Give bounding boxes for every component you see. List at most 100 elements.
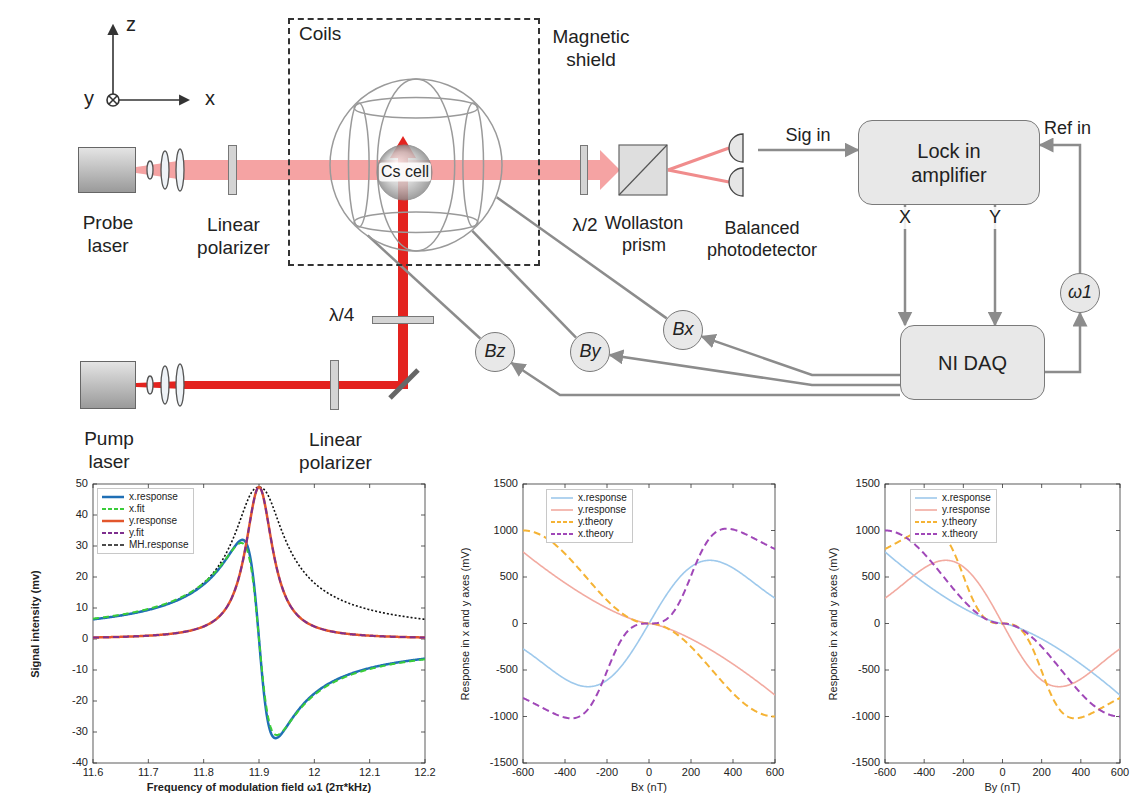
line-sample (101, 541, 125, 549)
data-curve (523, 530, 775, 716)
data-curve (523, 552, 775, 695)
tx2 (963, 484, 964, 488)
graphic-part (377, 79, 454, 251)
tick-label: -10 (72, 663, 88, 676)
ty2 (1116, 763, 1120, 764)
axis-name: x (205, 86, 215, 110)
ty (885, 716, 889, 717)
tick-label: 20 (76, 570, 88, 583)
split-beams (668, 148, 729, 170)
chart-curves (885, 529, 1120, 719)
ty2 (1116, 484, 1120, 485)
legend-row: MH.response (101, 539, 188, 551)
ty (523, 577, 527, 578)
port-label: Ref in (1044, 118, 1091, 140)
tx (924, 759, 925, 763)
tick-label: 1000 (494, 524, 518, 537)
line-sample (101, 493, 125, 501)
node-label: Magnetic shield (546, 26, 636, 72)
ty2 (421, 546, 425, 547)
tick-label: 400 (724, 766, 742, 779)
node-label: Wollaston prism (596, 213, 692, 256)
tick-label: -500 (858, 663, 880, 676)
axis-title: Response in x and y axes (mV) (459, 547, 472, 700)
tick-label: 600 (1111, 766, 1129, 779)
tick-label: 11.9 (249, 766, 270, 779)
lenses (147, 376, 153, 394)
ty2 (421, 763, 425, 764)
node-label: Cs cell (379, 162, 431, 181)
ty (885, 484, 889, 485)
tick-label: 200 (682, 766, 700, 779)
split-beams (668, 148, 729, 182)
tx (93, 759, 94, 763)
axes-icon (109, 96, 117, 104)
axis-name: z (126, 12, 136, 36)
tx2 (691, 484, 692, 488)
chart-frame (885, 484, 1120, 763)
graphic-part (915, 533, 937, 535)
graphic-part (729, 168, 743, 196)
tick-label: 1500 (494, 477, 518, 490)
node-label: λ/2 (560, 214, 610, 237)
lenses (161, 366, 169, 404)
ty2 (771, 530, 775, 531)
tx (649, 759, 650, 763)
tick-label: 11.7 (138, 766, 159, 779)
legend-row: y.theory (550, 516, 627, 528)
legend-text: x.theory (942, 528, 978, 540)
axes-icon (107, 26, 188, 106)
laser-source: Pump laser (80, 361, 136, 409)
ty2 (771, 670, 775, 671)
tick-label: -200 (596, 766, 618, 779)
tx2 (369, 484, 370, 488)
tx (369, 759, 370, 763)
line-sample (550, 506, 574, 514)
line-sample (914, 506, 938, 514)
ty (93, 732, 97, 733)
data-curve (885, 529, 1120, 719)
data-curve (93, 543, 425, 735)
tick-label: 40 (76, 508, 88, 521)
ty (523, 623, 527, 624)
tx (1080, 759, 1081, 763)
tick-label: 11.6 (83, 766, 104, 779)
tx (259, 759, 260, 763)
prism: Wollaston prism (620, 145, 668, 195)
legend-row: y.theory (914, 516, 991, 528)
ty (885, 577, 889, 578)
tx2 (523, 484, 524, 488)
ty2 (771, 623, 775, 624)
ty (885, 763, 889, 764)
split-beams (668, 170, 729, 182)
tick-label: 11.8 (193, 766, 214, 779)
tick-label: 600 (766, 766, 784, 779)
tick-label: -500 (496, 663, 518, 676)
graphic-part (330, 79, 502, 251)
graphic-part (102, 520, 124, 523)
oscillator-circle: ω1 (1060, 273, 1100, 313)
tx (963, 759, 964, 763)
ty2 (421, 608, 425, 609)
legend-row: x.theory (550, 528, 627, 540)
ty2 (771, 484, 775, 485)
coil-sphere: CoilsCs cell (329, 77, 505, 253)
polarizer: Linear polarizer (330, 360, 339, 410)
tx (203, 759, 204, 763)
line-sample (550, 518, 574, 526)
node-label: ω1 (1068, 282, 1092, 304)
tick-label: 200 (1032, 766, 1050, 779)
legend-row: x.theory (914, 528, 991, 540)
axis-title: Signal intensity (mv) (29, 570, 42, 678)
chart-legend: x.responsey.responsey.theoryx.theory (546, 489, 633, 543)
tick-label: -30 (72, 725, 88, 738)
ty (523, 763, 527, 764)
waveplate: λ/4 (372, 316, 434, 324)
shield-region: Magnetic shieldCoilsCs cell (288, 18, 540, 266)
legend-row: x.response (550, 492, 627, 504)
axis-title: By (nT) (984, 781, 1020, 794)
graphic-part (354, 97, 478, 118)
legend-text: y.response (129, 515, 177, 527)
line-sample (914, 530, 938, 538)
chart-legend: x.responsex.fity.responsey.fitMH.respons… (97, 488, 194, 554)
